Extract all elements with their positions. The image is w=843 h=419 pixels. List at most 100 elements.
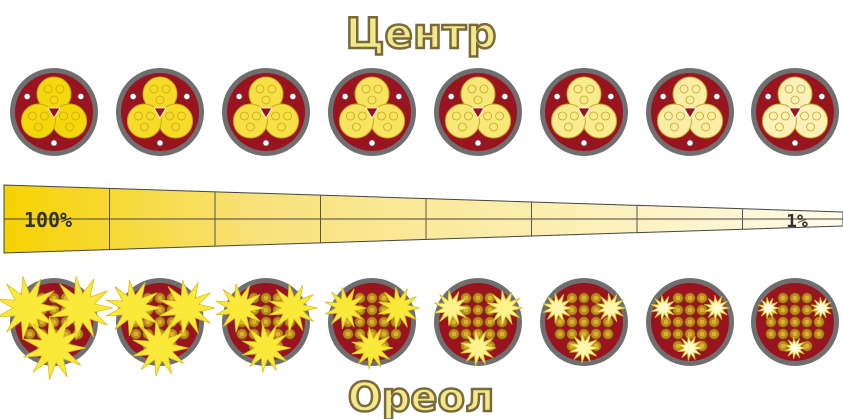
coin-center — [158, 320, 163, 325]
red-zone-mark — [369, 140, 375, 146]
coin-center — [805, 320, 810, 325]
red-zone-mark — [24, 94, 30, 100]
red-zone-mark — [502, 94, 508, 100]
center-disk-row — [10, 68, 839, 156]
coin-center — [500, 332, 505, 337]
coin-center — [781, 296, 786, 301]
halo-disk — [646, 278, 734, 366]
red-zone-mark — [342, 94, 348, 100]
center-disk — [222, 68, 310, 156]
halo-disk — [751, 278, 839, 366]
red-zone-mark — [236, 94, 242, 100]
coin-center — [252, 320, 257, 325]
coin-center — [781, 308, 786, 313]
coin-center — [476, 320, 481, 325]
scale-end-label: 1% — [786, 211, 808, 232]
coin-center — [264, 296, 269, 301]
scale-start-label: 100% — [24, 208, 72, 232]
halo-disk — [216, 278, 318, 373]
red-zone-mark — [290, 94, 296, 100]
coin-center — [676, 332, 681, 337]
coin-center — [664, 332, 669, 337]
coin-center — [594, 332, 599, 337]
coin-center — [358, 320, 363, 325]
coin-center — [700, 320, 705, 325]
coin-center — [570, 320, 575, 325]
coin-center — [346, 332, 351, 337]
coin-center — [664, 320, 669, 325]
coin-center — [476, 296, 481, 301]
coin-center — [558, 320, 563, 325]
coin-center — [676, 308, 681, 313]
coin-center — [288, 332, 293, 337]
halo-disk — [434, 278, 523, 366]
coin-center — [558, 332, 563, 337]
coin-center — [688, 308, 693, 313]
red-zone-mark — [792, 140, 798, 146]
coin-center — [582, 320, 587, 325]
coin-center — [394, 332, 399, 337]
coin-center — [276, 332, 281, 337]
coin-center — [382, 332, 387, 337]
coin-center — [700, 332, 705, 337]
coin-center — [28, 332, 33, 337]
red-zone-mark — [130, 94, 136, 100]
coin-center — [676, 320, 681, 325]
red-zone-mark — [51, 140, 57, 146]
red-zone-mark — [660, 94, 666, 100]
coin-center — [688, 296, 693, 301]
coin-center — [781, 344, 786, 349]
coin-center — [276, 296, 281, 301]
coin-center — [793, 308, 798, 313]
coin-center — [488, 332, 493, 337]
title-halo: Ореол — [348, 375, 495, 419]
halo-disk — [325, 278, 420, 369]
coin-center — [793, 320, 798, 325]
halo-disk — [106, 278, 215, 376]
coin-center — [606, 332, 611, 337]
coin-center — [805, 308, 810, 313]
center-disk — [10, 68, 98, 156]
coin-center — [582, 308, 587, 313]
coin-center — [464, 320, 469, 325]
coin-center — [582, 296, 587, 301]
red-zone-mark — [396, 94, 402, 100]
coin-center — [793, 332, 798, 337]
coin-center — [712, 332, 717, 337]
coin-center — [805, 332, 810, 337]
red-zone-mark — [448, 94, 454, 100]
red-zone-mark — [765, 94, 771, 100]
halo-disk — [540, 278, 628, 366]
red-zone-mark — [78, 94, 84, 100]
coin-center — [781, 320, 786, 325]
coin-center — [240, 332, 245, 337]
center-disk — [540, 68, 628, 156]
halo-disk — [0, 276, 113, 379]
coin-center — [700, 296, 705, 301]
coin-center — [817, 332, 822, 337]
coin-center — [594, 296, 599, 301]
intensity-wedge: 100% 1% — [4, 185, 843, 253]
red-zone-mark — [581, 140, 587, 146]
center-disk — [646, 68, 734, 156]
coin-center — [688, 320, 693, 325]
coin-center — [488, 320, 493, 325]
coin-center — [781, 332, 786, 337]
center-disk — [751, 68, 839, 156]
red-zone-mark — [263, 140, 269, 146]
red-zone-mark — [184, 94, 190, 100]
coin-center — [769, 320, 774, 325]
center-disk — [434, 68, 522, 156]
red-zone-mark — [608, 94, 614, 100]
coin-center — [700, 308, 705, 313]
coin-center — [488, 296, 493, 301]
coin-center — [382, 296, 387, 301]
coin-center — [170, 332, 175, 337]
coin-center — [134, 332, 139, 337]
coin-center — [476, 308, 481, 313]
coin-center — [805, 296, 810, 301]
title-center: Центр — [346, 9, 497, 58]
halo-disk-row — [0, 276, 839, 379]
coin-center — [793, 296, 798, 301]
